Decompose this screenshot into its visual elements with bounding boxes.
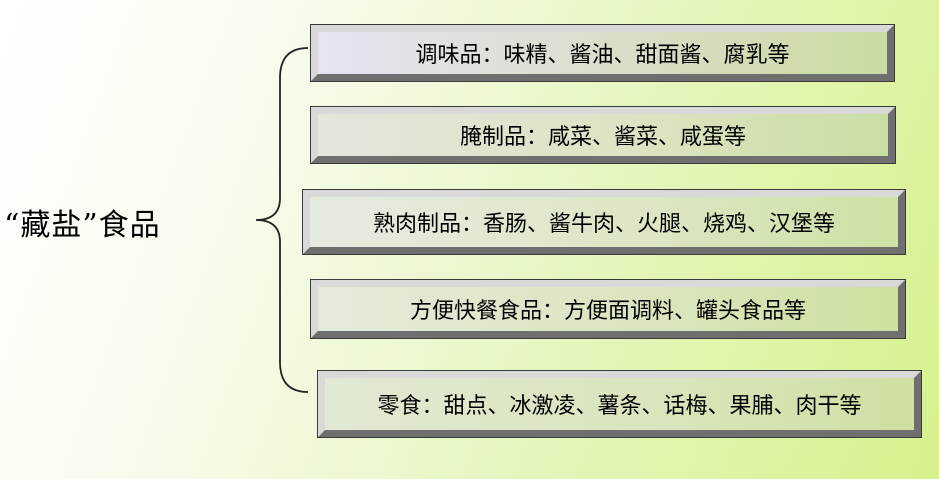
category-text-seasonings: 调味品：味精、酱油、甜面酱、腐乳等 bbox=[415, 43, 790, 68]
category-text-cooked-meat: 熟肉制品：香肠、酱牛肉、火腿、烧鸡、汉堡等 bbox=[372, 212, 835, 237]
category-box-pickled: 腌制品：咸菜、酱菜、咸蛋等 bbox=[310, 106, 896, 164]
curly-brace bbox=[255, 47, 309, 393]
category-box-fast-food: 方便快餐食品：方便面调料、罐头食品等 bbox=[310, 279, 906, 339]
category-text-fast-food: 方便快餐食品：方便面调料、罐头食品等 bbox=[409, 299, 806, 324]
category-text-snacks: 零食：甜点、冰激凌、薯条、话梅、果脯、肉干等 bbox=[377, 394, 862, 419]
category-box-snacks: 零食：甜点、冰激凌、薯条、话梅、果脯、肉干等 bbox=[317, 370, 922, 438]
root-label: “藏盐”食品 bbox=[4, 208, 161, 243]
category-text-pickled: 腌制品：咸菜、酱菜、咸蛋等 bbox=[459, 125, 746, 150]
category-box-seasonings: 调味品：味精、酱油、甜面酱、腐乳等 bbox=[310, 24, 895, 82]
category-box-cooked-meat: 熟肉制品：香肠、酱牛肉、火腿、烧鸡、汉堡等 bbox=[302, 189, 906, 255]
